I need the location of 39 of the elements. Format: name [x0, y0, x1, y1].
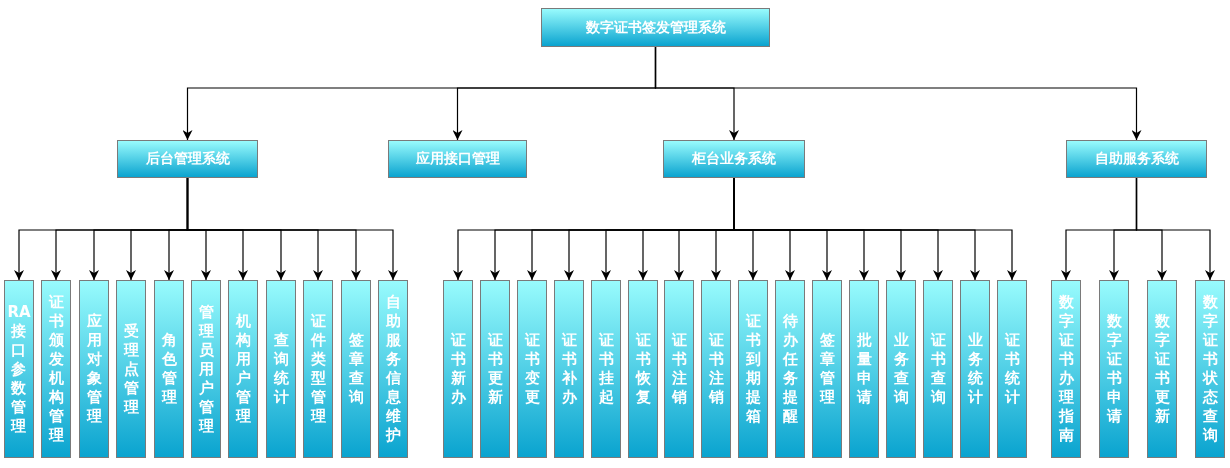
module-box: 数字证书办理指南 [1051, 280, 1081, 458]
module-box: 业务统计 [960, 280, 990, 458]
root-box: 数字证书签发管理系统 [541, 8, 770, 47]
module-box: 证书颁发机构管理 [41, 280, 71, 458]
subsystem-box: 自助服务系统 [1066, 140, 1207, 178]
module-box: 证书新办 [443, 280, 473, 458]
connector-arrow [654, 46, 1142, 141]
module-box: 机构用户管理 [228, 280, 258, 458]
module-box: 数字证书申请 [1099, 280, 1129, 458]
module-box: 证书更新 [480, 280, 510, 458]
subsystem-box: 应用接口管理 [388, 140, 527, 178]
module-box: 证书统计 [997, 280, 1027, 458]
module-box: 证书恢复 [628, 280, 658, 458]
module-box: 证书注销 [664, 280, 694, 458]
connector-arrow [186, 177, 398, 281]
module-box: 受理点管理 [116, 280, 146, 458]
module-box: 管理员用户管理 [191, 280, 221, 458]
module-box: 查询统计 [266, 280, 296, 458]
subsystem-box: 后台管理系统 [117, 140, 258, 178]
module-box: 证书补办 [554, 280, 584, 458]
module-box: 待办任务提醒 [775, 280, 805, 458]
module-box: 证书挂起 [591, 280, 621, 458]
module-box: 证件类型管理 [303, 280, 333, 458]
module-box: 角色管理 [154, 280, 184, 458]
module-box: 证书查询 [923, 280, 953, 458]
module-box: 批量申请 [849, 280, 879, 458]
module-box: RA接口参数管理 [4, 280, 34, 458]
module-box: 业务查询 [886, 280, 916, 458]
module-box: 签章查询 [341, 280, 371, 458]
subsystem-box: 柜台业务系统 [663, 140, 805, 178]
module-box: 应用对象管理 [79, 280, 109, 458]
module-box: 数字证书更新 [1147, 280, 1177, 458]
module-box: 证书变更 [517, 280, 547, 458]
module-box: 签章管理 [812, 280, 842, 458]
module-box: 证书注销 [701, 280, 731, 458]
connector-arrow [1135, 177, 1215, 281]
module-box: 自助服务信息维护 [378, 280, 408, 458]
module-box: 证书到期提箱 [738, 280, 768, 458]
module-box: 数字证书状态查询 [1195, 280, 1225, 458]
